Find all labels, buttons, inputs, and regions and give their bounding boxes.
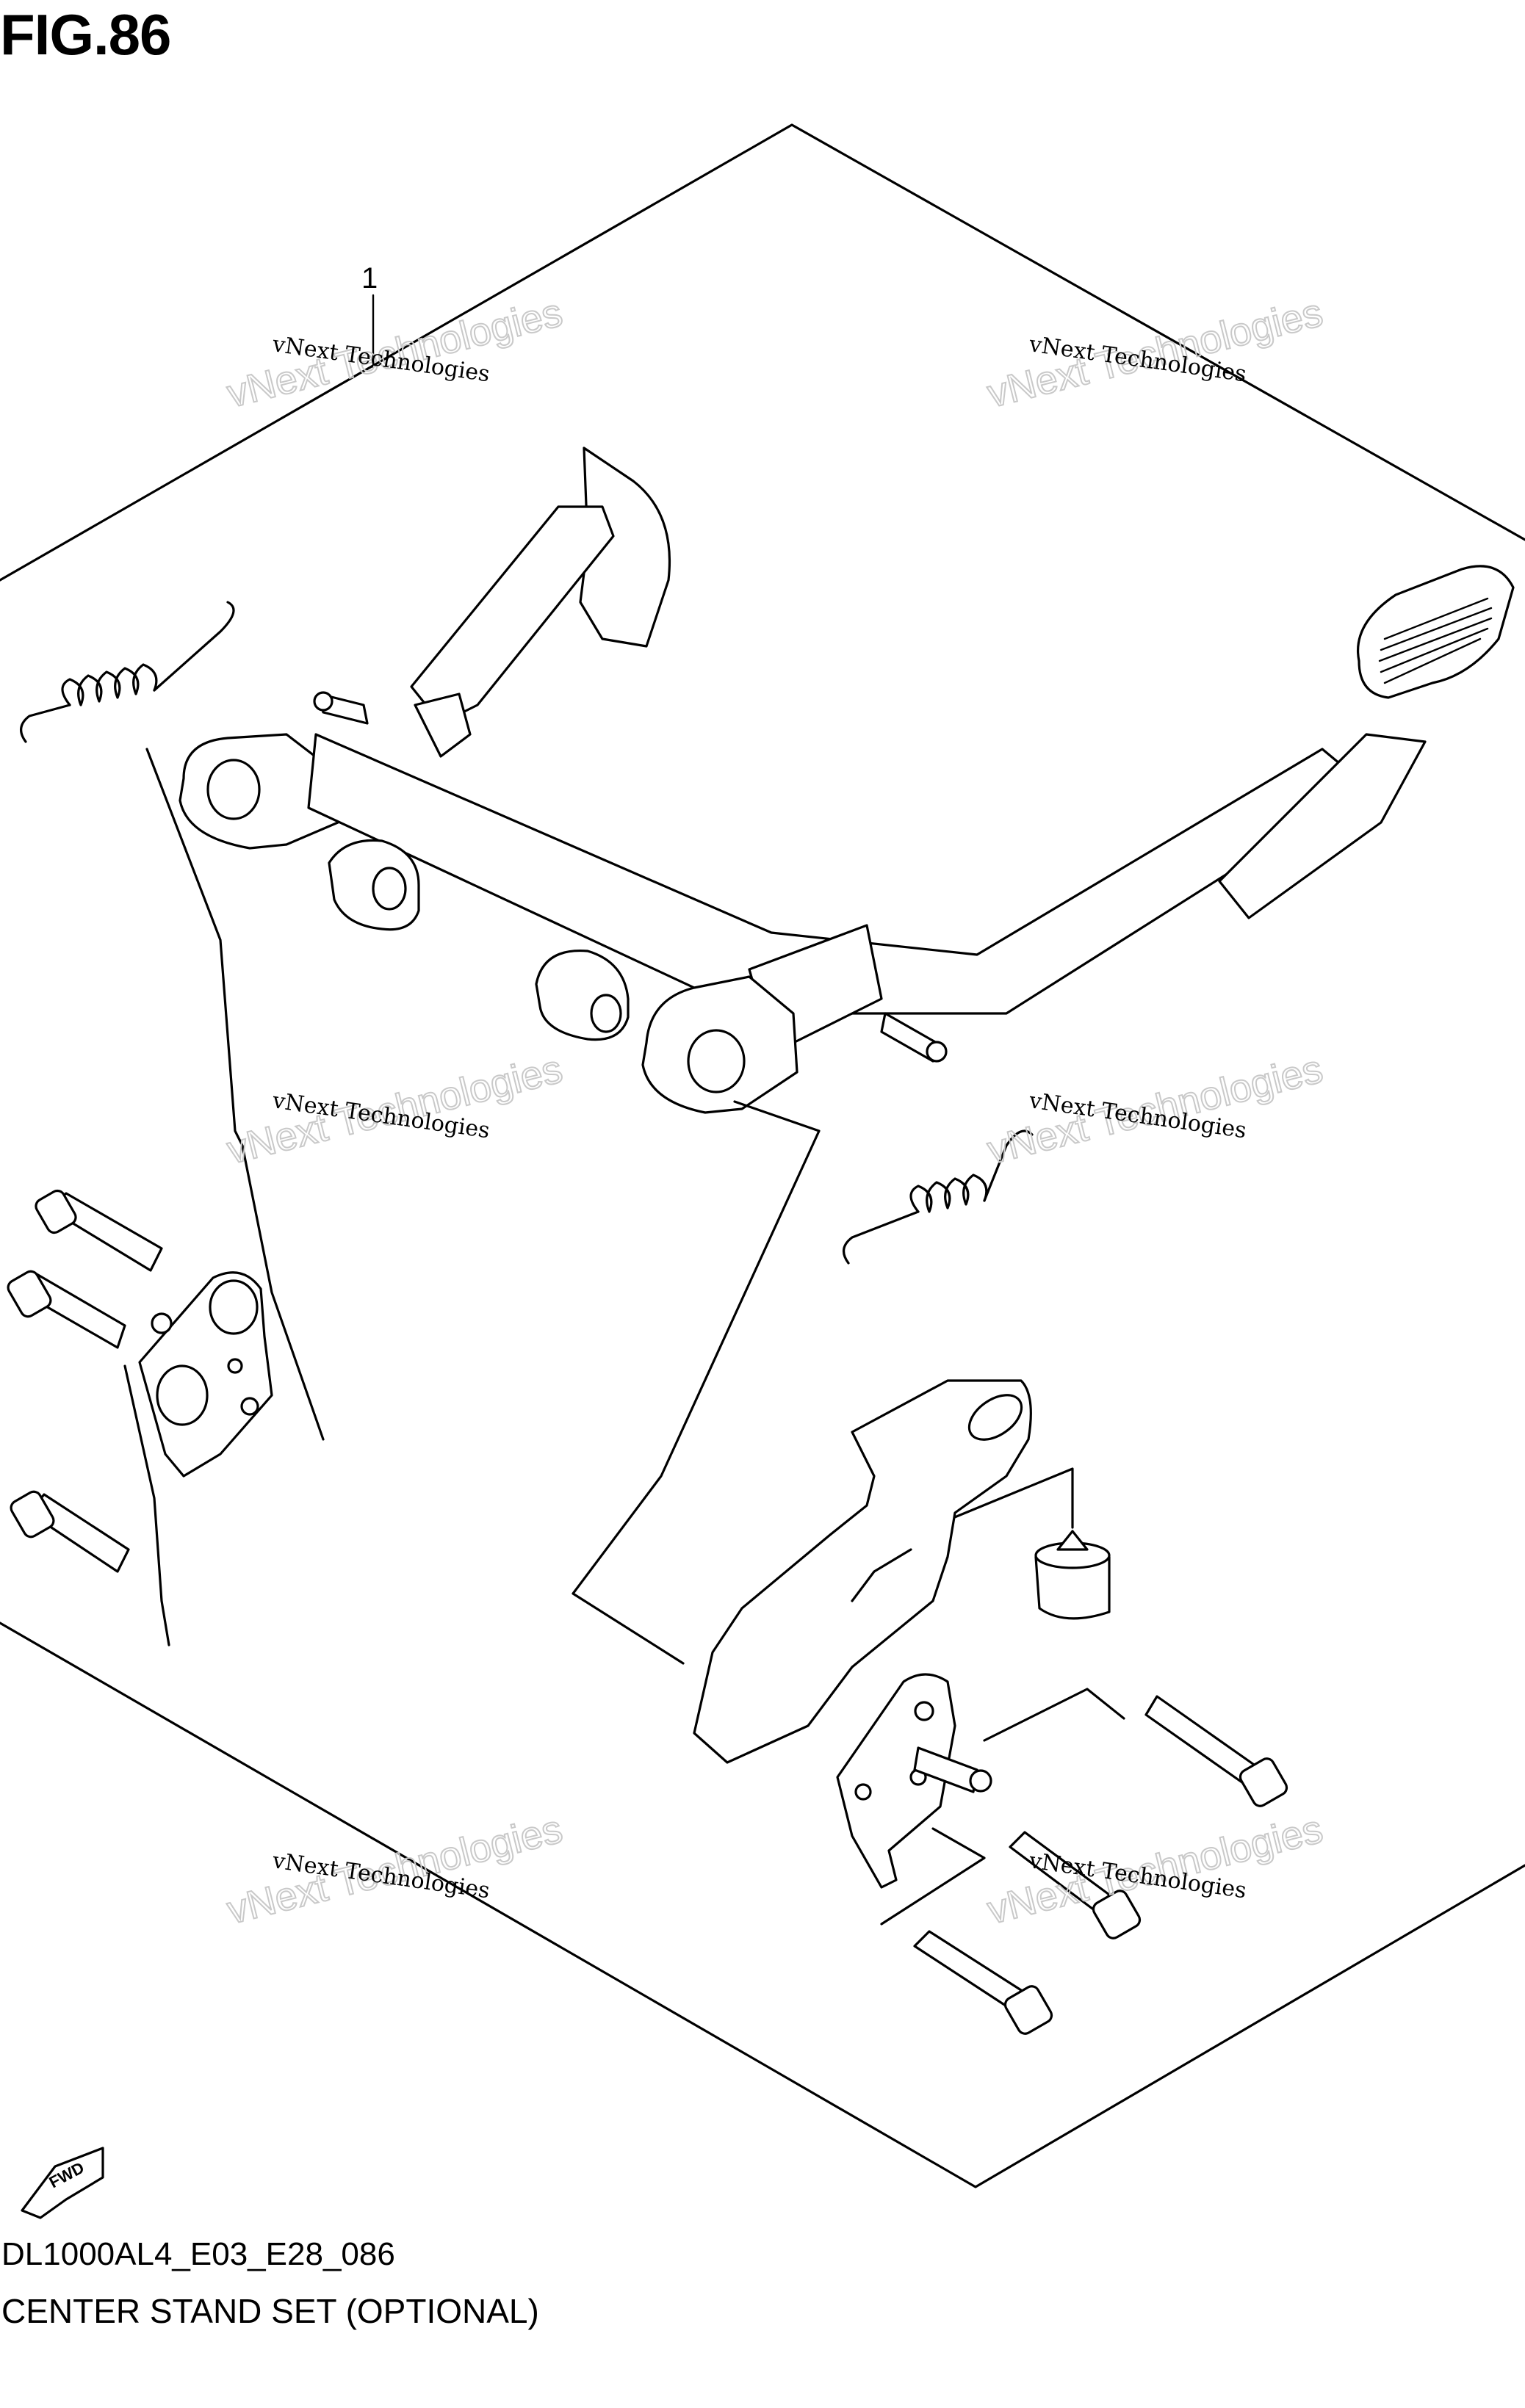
drawing-code: DL1000AL4_E03_E28_086 [1,2236,395,2272]
drawing-caption: CENTER STAND SET (OPTIONAL) [1,2292,539,2330]
bolt-4 [1144,1695,1288,1807]
nut-small [151,1312,173,1334]
watermark-4: vNext Technologies vNext Technologies [982,1046,1327,1173]
right-mounting-plate [836,1673,956,1889]
left-bracket-plate [138,1271,273,1478]
bolt-6 [913,1930,1053,2035]
bushing-upper [328,839,420,931]
figure-title: FIG.86 [0,2,171,67]
return-spring-lower [843,1129,1034,1265]
watermark-6: vNext Technologies vNext Technologies [982,1806,1327,1933]
return-spring-upper [20,601,235,743]
center-stand [179,446,1515,1114]
watermark-3: vNext Technologies vNext Technologies [222,1046,567,1173]
leader-lines [123,748,1125,1926]
bolt-2 [7,1270,126,1349]
bolt-3 [10,1490,130,1573]
watermark-5: vNext Technologies vNext Technologies [222,1806,567,1933]
bolt-1 [35,1189,163,1272]
watermark-1: vNext Technologies vNext Technologies [222,289,567,416]
bushing-lower [535,949,630,1041]
bolt-5 [1009,1831,1142,1939]
diagram-frame [0,123,1525,2188]
callout-1: 1 [361,262,378,369]
right-stand-bracket [693,1379,1032,1764]
fwd-arrow-icon: FWD [21,2147,104,2219]
pin-3 [913,1746,992,1793]
callout-number: 1 [361,262,378,294]
rubber-stopper [1034,1530,1111,1620]
